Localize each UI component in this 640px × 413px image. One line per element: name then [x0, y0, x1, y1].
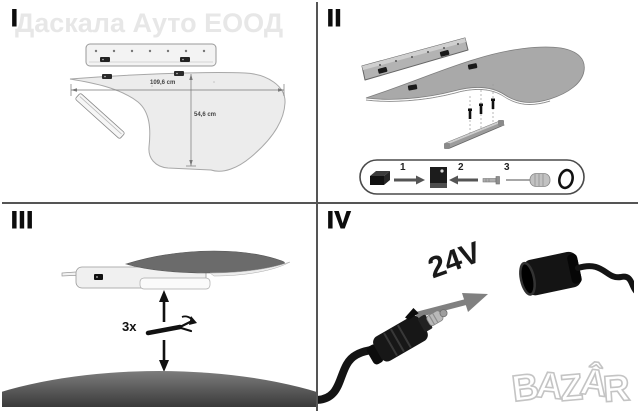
spoiler-blade-icon: [124, 249, 291, 277]
clip-icon: [370, 171, 390, 185]
cigarette-plug-icon: [318, 308, 448, 404]
o-ring-icon: [558, 168, 574, 190]
rail-strip-icon: [75, 93, 125, 139]
clip-icon: [174, 71, 184, 76]
vertical-divider: [316, 2, 318, 411]
bracket-icon: [430, 167, 447, 188]
spoiler-template-shape: [69, 71, 286, 172]
clip-icon: [100, 57, 110, 62]
quadrant-4-label: IV: [327, 207, 352, 235]
quadrant-4-power-view: IV 24V: [318, 204, 634, 407]
height-dimension-line: [186, 74, 196, 167]
down-arrow-icon: [159, 340, 169, 372]
truck-roof-icon: [2, 371, 316, 407]
up-arrow-icon: [159, 290, 169, 322]
screw-icon: [468, 98, 495, 119]
horizontal-divider: [2, 202, 638, 204]
screw-icon: [482, 176, 500, 185]
cigarette-socket-icon: [519, 251, 634, 296]
legend-step-1: 1: [400, 162, 406, 173]
arrow-left-icon: [449, 175, 478, 185]
template-drawing: [69, 43, 286, 172]
quadrant-1-template-view: I Даскала Ауто ЕООД 109,6 cm 54,6 cm: [2, 2, 316, 202]
legend-step-3: 3: [504, 162, 510, 173]
quadrant-2-assembly-view: II 1 2 3: [318, 2, 634, 202]
arrow-right-icon: [394, 175, 425, 185]
width-dimension-line: [70, 84, 285, 96]
direction-arrow-icon: [415, 293, 488, 318]
clip-icon: [377, 66, 388, 74]
parts-legend: [359, 159, 585, 195]
quadrant-1-label: I: [11, 5, 19, 33]
height-dimension-label: 54,6 cm: [194, 112, 217, 118]
legend-step-2: 2: [458, 162, 464, 173]
plug-drawing: [318, 251, 634, 404]
lower-rail-icon: [444, 120, 505, 149]
assembly-drawing: [359, 37, 585, 195]
clip-icon: [467, 63, 478, 70]
wrench-icon: [145, 315, 197, 336]
quadrant-3-label: III: [10, 207, 35, 235]
repeat-count-label: 3x: [122, 319, 137, 334]
screwdriver-icon: [506, 173, 551, 187]
spoiler-panel-icon: [365, 46, 585, 105]
clip-icon: [180, 57, 190, 62]
mounting-bar-icon: [85, 43, 217, 67]
width-dimension-label: 109,6 cm: [150, 80, 176, 86]
clip-icon: [439, 49, 450, 57]
quadrant-3-mounting-view: III 3x: [2, 204, 316, 407]
side-view-drawing: [2, 249, 316, 407]
base-rail-icon: [75, 266, 211, 290]
clip-icon: [407, 84, 418, 91]
clip-icon: [94, 274, 103, 280]
visor-bar-icon: [361, 37, 469, 81]
clip-icon: [102, 74, 112, 79]
quadrant-2-label: II: [326, 5, 343, 33]
